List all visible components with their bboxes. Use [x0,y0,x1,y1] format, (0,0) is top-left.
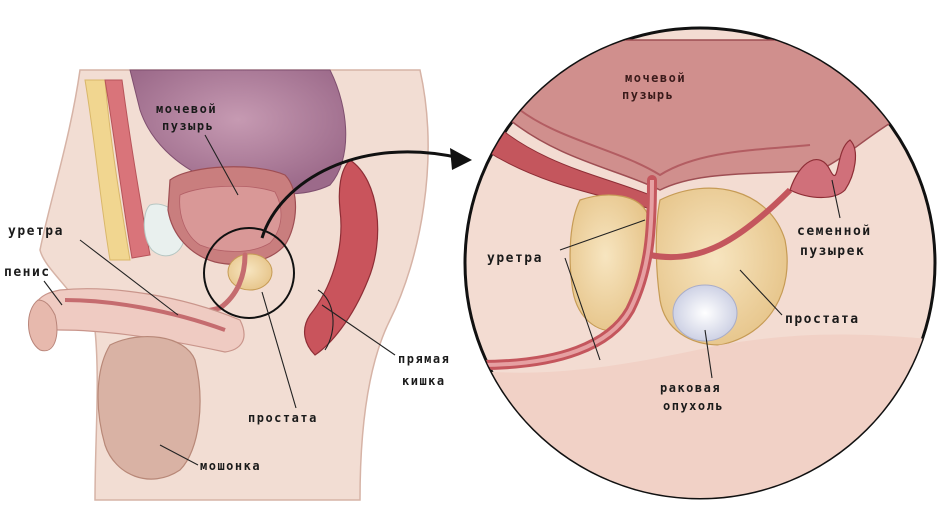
zoom-circle [203,227,295,319]
leader-rectum [321,304,396,356]
sagittal-view [28,69,472,501]
penis-corpus [64,298,226,332]
ejaculatory-duct [649,187,793,261]
zoom-arrowhead [450,148,472,170]
leader-seminal [831,179,841,219]
urethra-right-lumen [479,179,654,367]
leader-tumor [704,329,713,379]
leader-urethra-left [79,239,179,316]
leader-urethra-right-2 [564,257,601,361]
label-prostate-right: простата [785,312,860,327]
label-seminal-2: пузырек [800,244,865,259]
label-scrotum: мошонка [200,459,261,473]
leader-prostate-right [739,269,783,316]
label-bladder-right-1: мочевой [625,71,686,85]
leader-urethra-right-1 [559,219,646,251]
leader-prostate-left [261,291,297,409]
rectum-left [303,159,379,356]
right-labels: мочевой пузырь уретра семенной пузырек п… [487,71,872,413]
scrotum-shape [97,335,201,480]
abdominal-muscle [104,79,151,259]
prostate-left [227,253,273,291]
rectum-fold [317,289,334,351]
tumor [672,284,738,342]
label-rectum-2: кишка [402,374,446,388]
zoom-arrow [260,150,461,239]
label-tumor-1: раковая [660,381,721,395]
glans [28,299,58,352]
bladder-wall-line [519,109,811,177]
label-urethra-right: уретра [487,251,543,266]
label-seminal-1: семенной [797,224,872,239]
bladder-inner [179,185,282,252]
fat-layer [84,79,131,261]
label-prostate-left: простата [248,411,318,425]
label-rectum-1: прямая [398,352,450,366]
magnified-view [463,26,937,500]
label-penis: пенис [4,265,51,280]
label-bladder-left-2: пузырь [162,119,214,133]
leader-scrotum [159,444,199,466]
left-labels: мочевой пузырь уретра пенис простата пря… [4,102,450,473]
leader-penis [43,280,63,306]
leader-bladder-left [204,134,239,196]
label-bladder-right-2: пузырь [622,88,674,102]
label-urethra-left: уретра [8,224,64,239]
label-bladder-left-1: мочевой [156,102,217,116]
label-tumor-2: опухоль [663,399,724,413]
